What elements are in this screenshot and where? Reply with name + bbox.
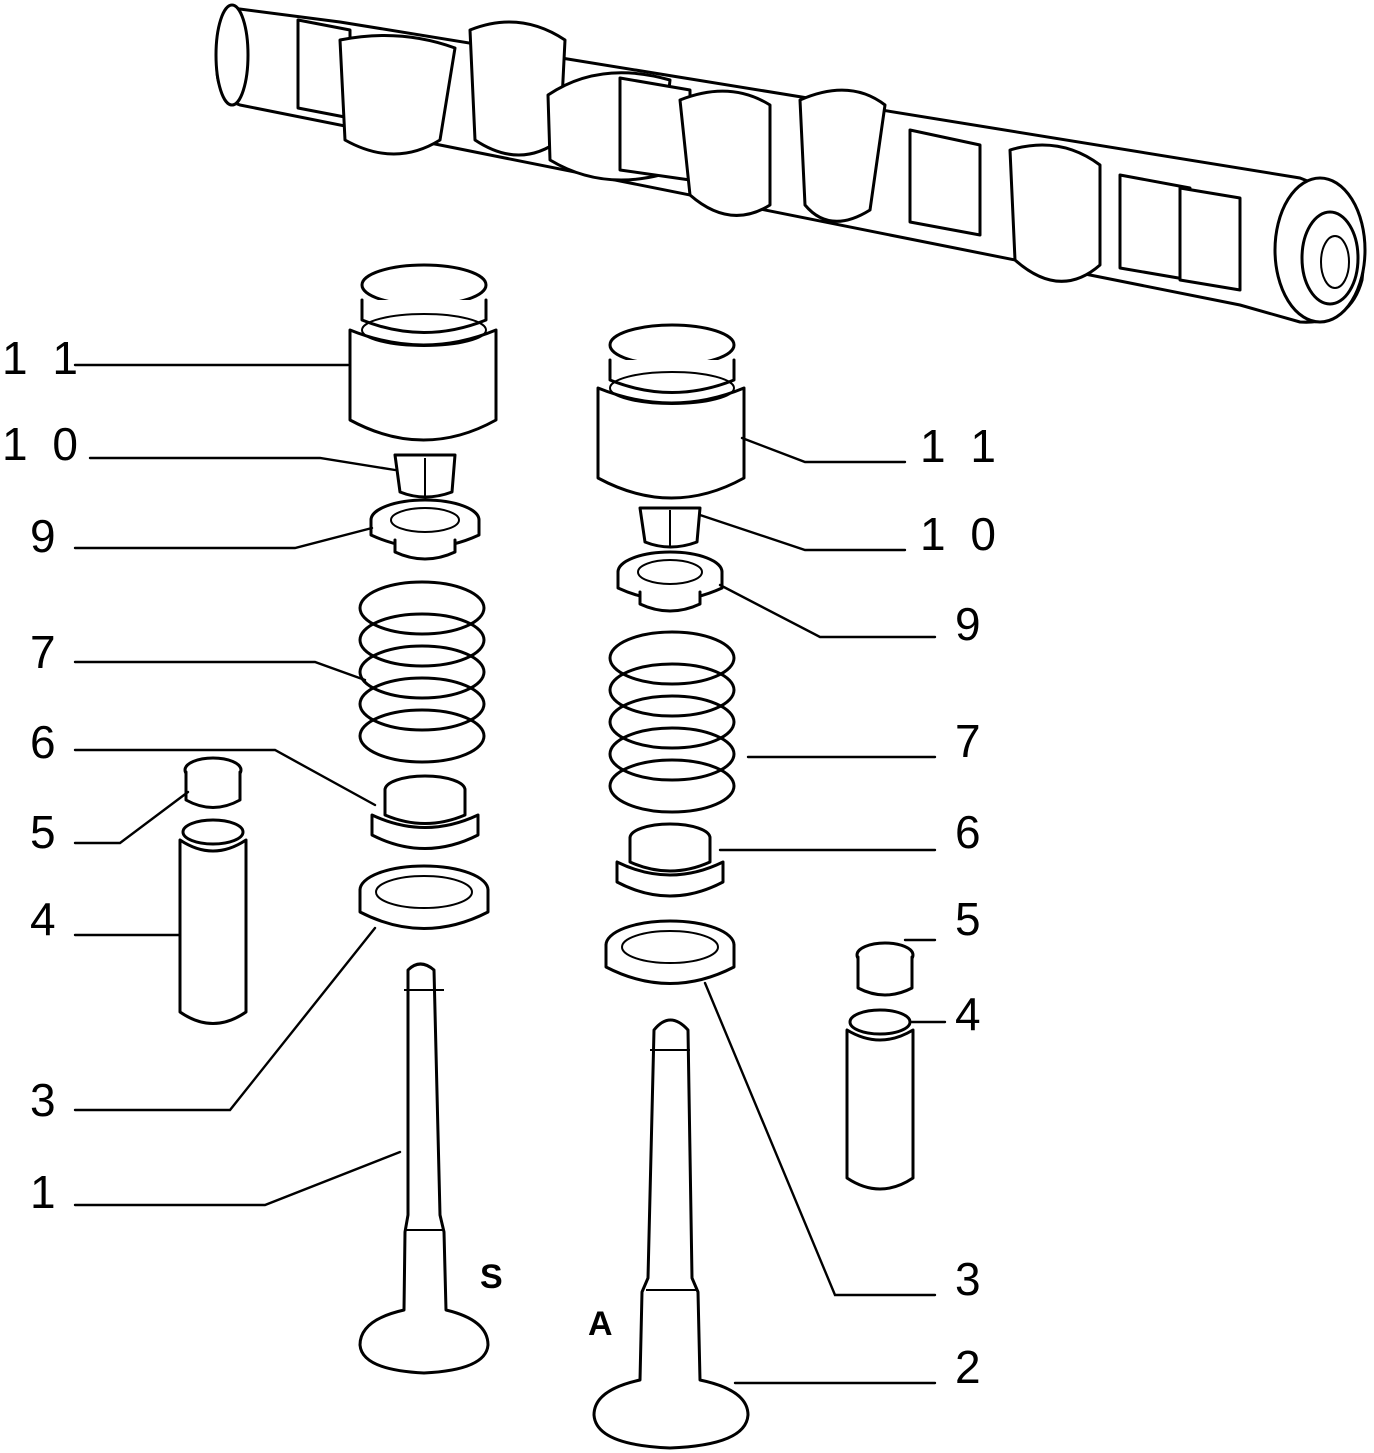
left-valve-keepers: [393, 453, 457, 499]
right-valve-stem-seal: [855, 941, 915, 997]
right-spring-seat: [615, 822, 725, 898]
left-label-11: 1 1: [2, 332, 84, 384]
left-spring-seat: [370, 774, 480, 850]
right-tappet-bucket: [596, 323, 746, 500]
left-spring-retainer: [369, 498, 481, 561]
right-valve-spring: [608, 630, 736, 814]
right-label-10: 1 0: [920, 508, 1002, 560]
left-label-4: 4: [30, 893, 62, 945]
left-valve-guide: [178, 818, 248, 1025]
right-spring-retainer: [616, 550, 724, 613]
left-label-6: 6: [30, 716, 62, 768]
left-label-3: 3: [30, 1074, 62, 1126]
right-label-9: 9: [955, 598, 987, 650]
left-valve-stem-seal: [183, 756, 243, 809]
exhaust-valve-marker: A: [588, 1305, 613, 1343]
right-label-6: 6: [955, 806, 987, 858]
left-spring-washer: [358, 864, 490, 930]
left-label-1: 1: [30, 1166, 62, 1218]
right-valve-assembly: [592, 323, 750, 1450]
right-valve: [592, 1018, 750, 1450]
left-label-7: 7: [30, 626, 62, 678]
left-label-9: 9: [30, 510, 62, 562]
right-label-11: 1 1: [920, 420, 1002, 472]
right-label-4: 4: [955, 988, 987, 1040]
left-valve-guide-group: [178, 756, 248, 1025]
left-label-5: 5: [30, 806, 62, 858]
left-valve-assembly: [348, 263, 498, 1375]
right-valve-keepers: [638, 506, 702, 549]
right-label-7: 7: [955, 715, 987, 767]
left-valve: [358, 962, 490, 1375]
left-leader-lines: [73, 363, 402, 1207]
left-valve-spring: [358, 580, 486, 764]
right-spring-washer: [604, 919, 736, 985]
left-tappet-bucket: [348, 263, 498, 442]
left-part-labels: 1 1 1 0 9 7 6 5 4 3 1: [2, 332, 84, 1218]
right-leader-lines: [698, 436, 947, 1385]
right-valve-guide-group: [845, 941, 915, 1191]
left-label-10: 1 0: [2, 418, 84, 470]
right-label-2: 2: [955, 1341, 987, 1393]
right-part-labels: 1 1 1 0 9 7 6 5 4 3 2: [920, 420, 1002, 1393]
right-label-5: 5: [955, 893, 987, 945]
camshaft: [214, 3, 1367, 324]
intake-valve-marker: S: [480, 1258, 503, 1296]
right-label-3: 3: [955, 1253, 987, 1305]
right-valve-guide: [845, 1008, 915, 1191]
